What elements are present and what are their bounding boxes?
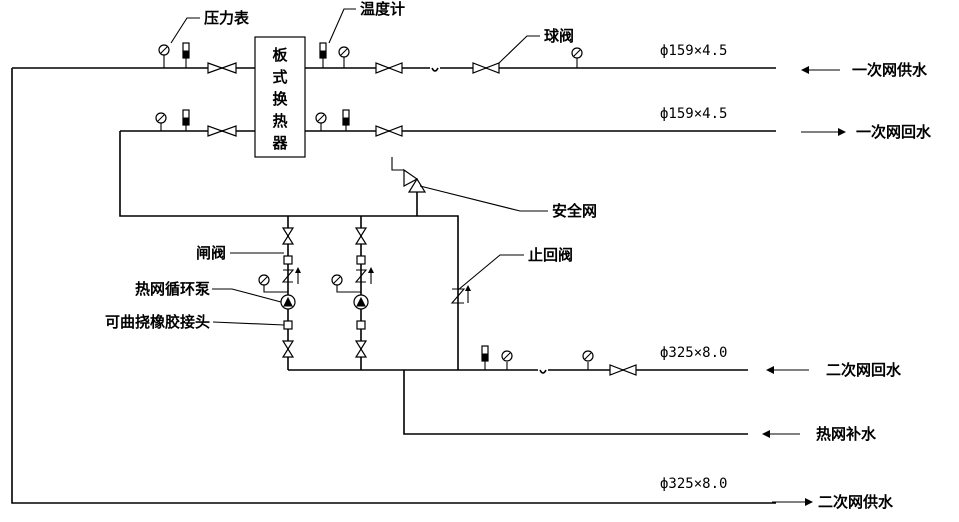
gate-valve-icon: [281, 340, 295, 358]
label-thermometer: 温度计: [360, 0, 405, 18]
horizontal-valves: [207, 62, 637, 376]
flexible-joint-icon: [356, 255, 366, 265]
pressure-gauge-icon: [571, 47, 583, 68]
check-valve-icon: [354, 269, 368, 283]
primary-return-outlet-valve: [207, 125, 237, 137]
makeup-water-pipe: [403, 370, 748, 435]
primary-supply-spec: ф159×4.5: [660, 43, 727, 59]
hx-char-4: 热: [272, 112, 287, 130]
primary-return-spec: ф159×4.5: [660, 106, 727, 122]
safety-valve-icon: [391, 157, 427, 193]
gate-valve-icon: [354, 340, 368, 358]
primary-supply-outlet-valve: [375, 62, 403, 74]
pump-branch-1-symbols: [280, 227, 301, 358]
pressure-gauge-icon: [582, 350, 594, 370]
pressure-gauge-icon: [338, 46, 350, 68]
label-pressure-gauge: 压力表: [204, 9, 250, 27]
hx-char-1: 板: [272, 46, 288, 64]
thermometer-icon: [182, 42, 190, 68]
pressure-gauge-icon: [315, 112, 327, 131]
hx-char-5: 器: [271, 134, 288, 152]
thermometer-icon: [319, 42, 327, 68]
flexible-joint-icon: [356, 320, 366, 330]
secondary-return-valve: [609, 364, 637, 376]
flexible-joint-icon: [283, 320, 293, 330]
main-check-valve: [450, 285, 471, 304]
primary-return-inlet-valve: [375, 125, 403, 137]
pressure-gauge-icon: [331, 274, 361, 293]
pressure-gauge-icon: [258, 274, 288, 293]
thermometer-icon: [481, 345, 489, 370]
primary-return-name: 一次网回水: [856, 123, 932, 141]
flexible-joint-icon: [283, 255, 293, 265]
hx-char-2: 式: [272, 68, 287, 86]
exchanger-outlet-pipe: [119, 131, 459, 370]
label-gate-valve: 闸阀: [196, 244, 226, 262]
hx-char-3: 换: [272, 90, 288, 108]
secondary-return-spec: ф325×8.0: [660, 345, 727, 361]
label-ball-valve: 球阀: [544, 27, 574, 45]
label-check-valve: 止回阀: [528, 246, 573, 264]
secondary-supply-spec: ф325×8.0: [660, 476, 727, 492]
secondary-supply-pipe: [11, 68, 776, 504]
primary-supply-name: 一次网供水: [852, 61, 928, 79]
plate-heat-exchanger: 板 式 换 热 器: [254, 36, 306, 158]
label-circulation-pump: 热网循环泵: [135, 280, 210, 298]
pressure-gauge-icon: [501, 350, 513, 370]
makeup-water-name: 热网补水: [816, 425, 877, 443]
primary-supply-pipe: [12, 67, 776, 72]
pressure-gauge-icon: [155, 112, 167, 131]
primary-supply-ball-valve: [472, 62, 500, 74]
gate-valve-icon: [281, 227, 295, 245]
pressure-gauges: [155, 44, 594, 370]
heat-exchanger-box: [254, 36, 306, 158]
gate-valve-icon: [354, 227, 368, 245]
flow-arrows: [762, 66, 846, 506]
secondary-supply-name: 二次网供水: [818, 493, 894, 511]
primary-supply-inlet-valve: [207, 62, 237, 74]
label-safety-valve: 安全网: [552, 202, 597, 220]
check-valve-icon: [281, 269, 295, 283]
labels: 压力表 温度计 球阀 安全网 闸阀 热网循环泵 可曲挠橡胶接头 止回阀 ф159…: [105, 0, 932, 511]
pump-outlet-collector: [288, 369, 748, 374]
label-flexible-joint: 可曲挠橡胶接头: [105, 313, 210, 331]
secondary-return-name: 二次网回水: [826, 361, 902, 379]
thermometers: [182, 42, 489, 370]
leader-lines: [170, 8, 548, 326]
pump-branch-2-symbols: [353, 227, 374, 358]
thermometer-icon: [342, 109, 350, 131]
pressure-gauge-icon: [158, 44, 170, 68]
thermometer-icon: [182, 109, 190, 131]
